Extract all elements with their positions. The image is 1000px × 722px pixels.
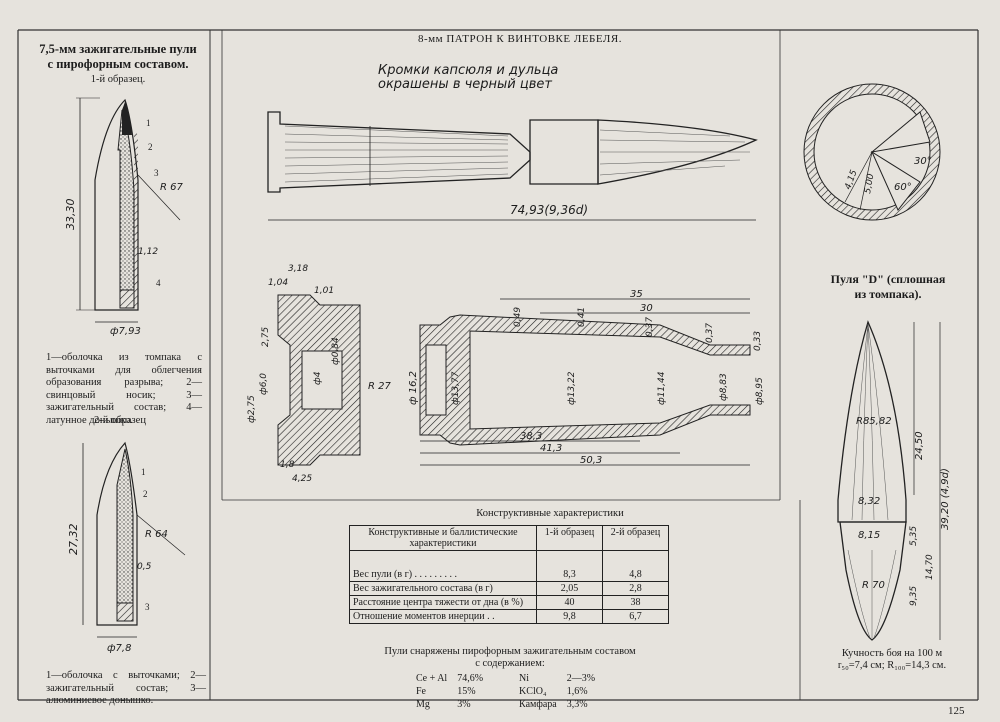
left-section-title: 7,5-мм зажигательные пули с пирофорным с… [39,42,197,71]
sample1-bullet-drawing: 33,30 ф7,93 R 67 1,12 1 2 3 4 [64,97,183,337]
case-base-dim-1: 3,18 [288,264,308,274]
table-row: Отношение моментов инерции . . 9,8 6,7 [349,609,669,624]
case-dim-d1144: ф11,44 [657,371,667,405]
sample1-diameter-dim: ф7,93 [110,326,141,337]
bullet-d-drawing: 24,50 39,20 (4,9d) R85,82 8,32 8,15 5,35… [837,320,951,641]
section-view-drawing: 30° 60° 4,15 5,00 [803,83,941,221]
page-title: 8-мм ПАТРОН К ВИНТОВКЕ ЛЕБЕЛЯ. [418,33,622,45]
sample2-caption: 2-й образец [94,415,146,426]
case-dim-037a: 0,37 [645,317,655,337]
case-dim-049: 0,49 [513,307,523,327]
case-base-dim-10: 1,8 [280,460,295,470]
case-base-dim-3: 1,01 [314,286,334,296]
case-dim-383: 38,3 [520,431,542,442]
case-base-dim-11: 4,25 [292,474,312,484]
case-dim-033: 0,33 [753,331,763,351]
case-dim-d1377: ф13,77 [451,371,461,405]
section-angle-2: 60° [894,182,912,193]
sample2-label-1: 1 [141,467,146,477]
sample2-label-2: 2 [143,489,148,499]
section-dim-2: 5,00 [863,173,876,195]
case-dim-30: 30 [640,303,653,314]
sample2-description: 1—оболочка с выточками; 2—зажигательный … [46,670,206,706]
table-row: Вес зажигательного состава (в г) 2,05 2,… [349,581,669,596]
case-dim-041: 0,41 [577,307,587,327]
bullet-d-dim-radius-nose: R85,82 [856,416,892,427]
case-dim-d883: ф8,83 [719,373,729,401]
case-base-dim-2: 1,04 [268,278,288,288]
sample1-radius-dim: R 67 [160,182,183,193]
sample1-label-2: 2 [148,142,153,152]
case-base-dim-5: ф0,84 [331,337,341,365]
page-number: 125 [948,705,965,717]
case-dim-503: 50,3 [580,455,602,466]
case-base-dim-6: ф6,0 [259,373,269,395]
table-row: Вес пули (в г) . . . . . . . . . 8,3 4,8 [349,550,669,582]
sample2-length-dim: 27,32 [67,524,80,556]
sample1-label-3: 3 [154,168,159,178]
case-dim-d162: ф 16,2 [408,371,419,405]
sample2-small-dim: 0,5 [137,562,152,572]
case-dim-413: 41,3 [540,443,562,454]
table-header-characteristic: Конструктивные и баллистические характер… [349,525,537,551]
bullet-d-dim-length-total: 39,20 (4,9d) [940,468,951,530]
sample2-radius-dim: R 64 [145,529,168,540]
sample1-description: 1—оболочка из томпака с выточками для об… [46,352,202,426]
sample1-caption: 1-й образец. [90,74,146,85]
table-title: Конструктивные характеристики [476,508,624,519]
cartridge-note: Кромки капсюля и дульца окрашены в черны… [378,63,559,92]
case-base-dim-7: ф2,75 [247,395,257,423]
case-base-dim-4: 2,75 [261,327,271,347]
table-header-sample2: 2-й образец [602,525,669,551]
bullet-d-accuracy: Кучность боя на 100 м r₅₀=7,4 см; R₁₀₀=1… [837,648,947,671]
sample1-length-dim: 33,30 [64,199,77,231]
bullet-d-dim-5: 9,35 [909,586,919,606]
sample1-label-4: 4 [156,278,161,288]
composition-intro: Пули снаряжены пирофорным зажигательным … [384,646,636,669]
case-dim-d1322: ф13,22 [567,371,577,405]
case-dim-35: 35 [630,289,643,300]
sample1-label-1: 1 [146,118,151,128]
bullet-d-dim-length-nose: 24,50 [914,431,925,460]
case-base-dim-8: ф4 [313,371,323,385]
case-base-dim-9: R 27 [368,381,391,392]
bullet-d-dim-3: 5,35 [909,526,919,546]
bullet-d-dim-radius-tail: R 70 [862,580,885,591]
sample2-diameter-dim: ф7,8 [107,643,131,654]
case-section-drawing: 3,18 1,04 1,01 2,75 ф0,84 ф6,0 ф2,75 ф4 … [247,264,765,484]
bullet-d-dim-4: 14,70 [925,554,935,580]
sample2-label-3: 3 [145,602,150,612]
cartridge-drawing: 74,93(9,36d) [267,111,758,221]
characteristics-table: Конструктивные и баллистические характер… [349,525,669,624]
sample1-small-dim: 1,12 [138,247,158,257]
case-dim-037b: 0,37 [705,323,715,343]
bullet-d-dim-diameter-1: 8,32 [858,496,880,507]
bullet-d-dim-diameter-2: 8,15 [858,530,880,541]
table-header-sample1: 1-й образец [536,525,603,551]
bullet-d-title: Пуля "D" (сплошная из томпака). [830,272,946,301]
section-angle-1: 30° [914,156,932,167]
sample2-bullet-drawing: 27,32 ф7,8 R 64 0,5 1 2 3 [67,441,186,654]
case-dim-d895: ф8,95 [755,377,765,405]
table-row: Расстояние центра тяжести от дна (в %) 4… [349,595,669,610]
cartridge-length-dim: 74,93(9,36d) [510,203,588,217]
